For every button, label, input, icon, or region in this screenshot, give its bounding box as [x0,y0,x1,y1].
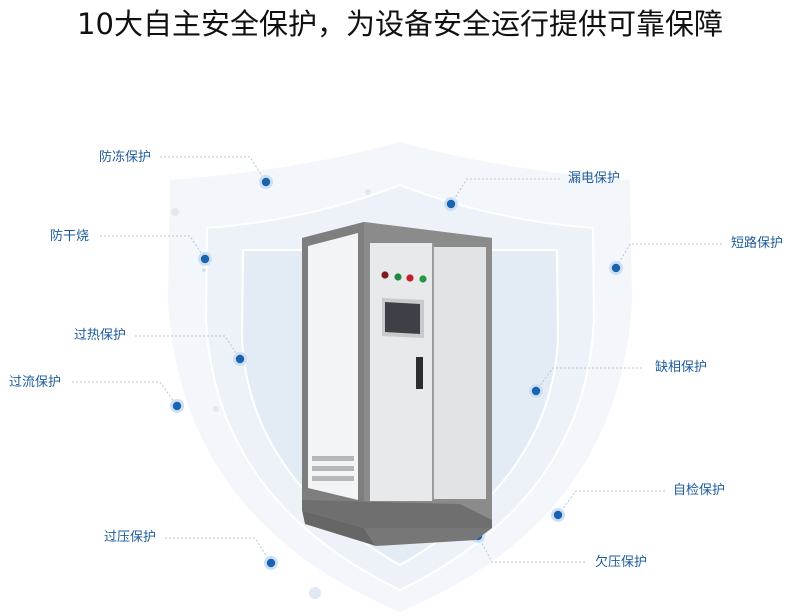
connector-line [135,335,241,360]
marker-dot-leakage [446,199,456,209]
feature-label-undervoltage: 欠压保护 [595,555,648,570]
connector-line [535,367,642,392]
feature-label-leakage: 漏电保护 [568,171,621,186]
feature-label-dry-burn: 防干烧 [50,229,90,244]
decor-dot [309,587,321,599]
marker-dot-self-check [553,510,563,520]
connector-line [450,178,560,205]
feature-label-phase-loss: 缺相保护 [655,360,708,375]
feature-label-self-check: 自检保护 [673,483,726,498]
marker-dot-antifreeze [261,177,271,187]
feature-label-overvoltage: 过压保护 [104,530,157,545]
feature-label-overheat: 过热保护 [74,328,127,343]
feature-label-overcurrent: 过流保护 [9,375,62,390]
decor-dot [213,406,219,412]
boiler-cabinet [302,222,492,546]
connector-line [165,537,272,564]
connector-line [160,156,267,183]
marker-dot-overcurrent [172,401,182,411]
decor-dot [365,189,371,195]
connector-line [72,381,178,407]
connector-line [477,535,585,563]
indicator-light-red [381,271,389,279]
indicator-light-green [394,273,402,281]
connector-line [615,243,722,269]
marker-dot-phase-loss [531,386,541,396]
connector-line [557,490,665,516]
decor-dot [171,208,179,216]
marker-dot-short-circuit [611,263,621,273]
page-title: 10大自主安全保护，为设备安全运行提供可靠保障 [77,7,723,41]
feature-label-antifreeze: 防冻保护 [99,150,152,165]
decor-dot [202,268,206,272]
feature-label-short-circuit: 短路保护 [731,236,784,251]
marker-dot-dry-burn [200,254,210,264]
door-handle [416,357,423,389]
connector-line [100,235,206,260]
indicator-light-green [419,275,427,283]
marker-dot-overheat [235,354,245,364]
indicator-light-red [406,274,414,282]
marker-dot-overvoltage [266,558,276,568]
